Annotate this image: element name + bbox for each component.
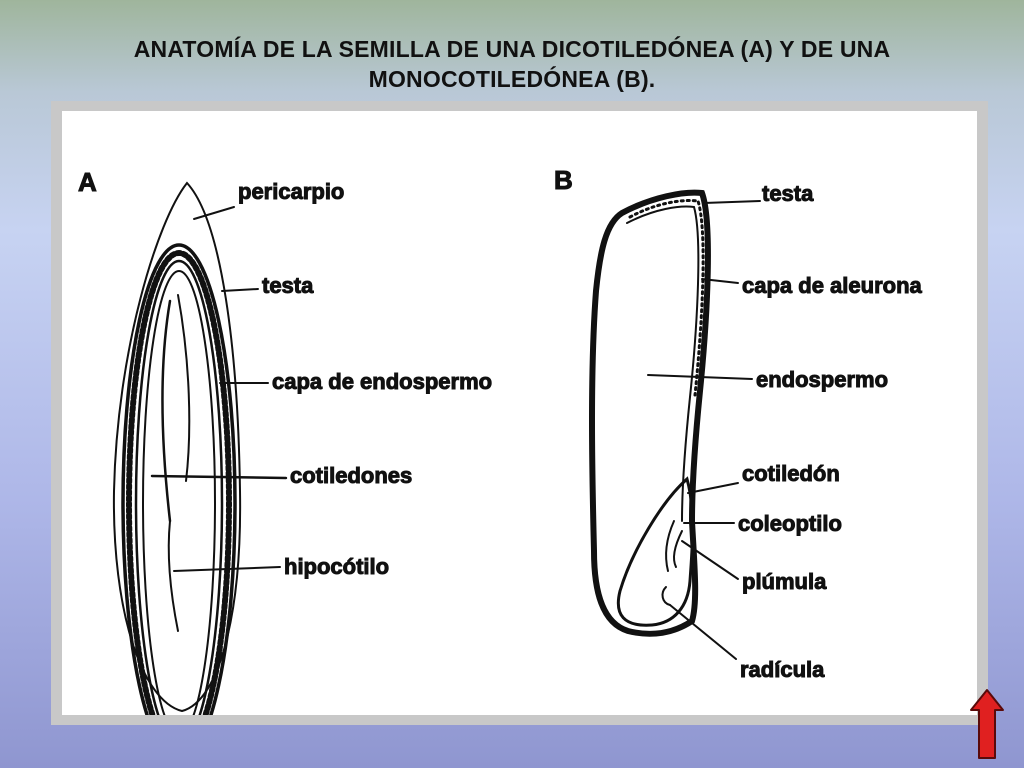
seed-a-cotyledon-1 (161, 299, 172, 523)
seed-b-leader-cotiledon (687, 482, 739, 494)
label-coleoptilo: coleoptilo (738, 511, 842, 536)
seed-a-testa-outer (121, 243, 237, 715)
seed-a-cotyledon-2 (177, 294, 191, 482)
label-pericarpio: pericarpio (238, 179, 344, 204)
up-arrow-icon[interactable] (969, 688, 1005, 760)
seed-a-hypocotyl (167, 520, 179, 632)
label-plumula: plúmula (742, 569, 827, 594)
label-testa-b: testa (762, 181, 814, 206)
label-capa-de-endospermo: capa de endospermo (272, 369, 492, 394)
seed-b-letter: B (554, 165, 573, 195)
seed-b-leader-plumula (681, 540, 739, 580)
seed-a-leader-cotiledones (150, 474, 288, 480)
label-capa-de-aleurona: capa de aleurona (742, 273, 923, 298)
seed-anatomy-diagram: A pericarpio (78, 165, 924, 715)
label-cotiledones: cotiledones (290, 463, 412, 488)
seed-a-drawing: A pericarpio (78, 167, 493, 715)
up-arrow-shape[interactable] (970, 689, 1004, 759)
seed-a-endosperm-ring (134, 259, 224, 715)
title-line-2: MONOCOTILEDÓNEA (B). (368, 66, 656, 92)
seed-b-drawing: B testa capa (554, 165, 924, 683)
figure-frame: A pericarpio (51, 101, 988, 725)
seed-a-leader-pericarpio (193, 206, 235, 220)
seed-a-leader-testa (221, 288, 259, 292)
seed-b-aleurone (626, 205, 700, 522)
label-cotiledon: cotiledón (742, 461, 840, 486)
seed-b-aleurone-dots (628, 199, 705, 397)
seed-b-plumule (673, 530, 683, 568)
seed-a-letter: A (78, 167, 97, 197)
seed-a-leader-hipocotilo (173, 566, 281, 572)
seed-a-testa-band (126, 250, 232, 715)
slide-title: ANATOMÍA DE LA SEMILLA DE UNA DICOTILEDÓ… (20, 34, 1004, 94)
seed-a-endosperm-inner (142, 270, 216, 715)
label-hipocotilo: hipocótilo (284, 554, 389, 579)
seed-b-radicle (661, 586, 671, 606)
seed-b-leader-testa (703, 200, 761, 204)
seed-b-leader-radicula (669, 604, 737, 660)
seed-b-leader-endospermo (647, 374, 753, 380)
seed-b-leader-aleurona (701, 278, 739, 284)
seed-a-pericarp (112, 181, 242, 713)
seed-b-testa (589, 189, 711, 637)
figure-panel: A pericarpio (62, 111, 977, 715)
label-testa-a: testa (262, 273, 314, 298)
title-line-1: ANATOMÍA DE LA SEMILLA DE UNA DICOTILEDÓ… (133, 36, 891, 62)
label-radicula: radícula (740, 657, 825, 682)
seed-b-coleoptile (665, 520, 675, 572)
label-endospermo: endospermo (756, 367, 888, 392)
